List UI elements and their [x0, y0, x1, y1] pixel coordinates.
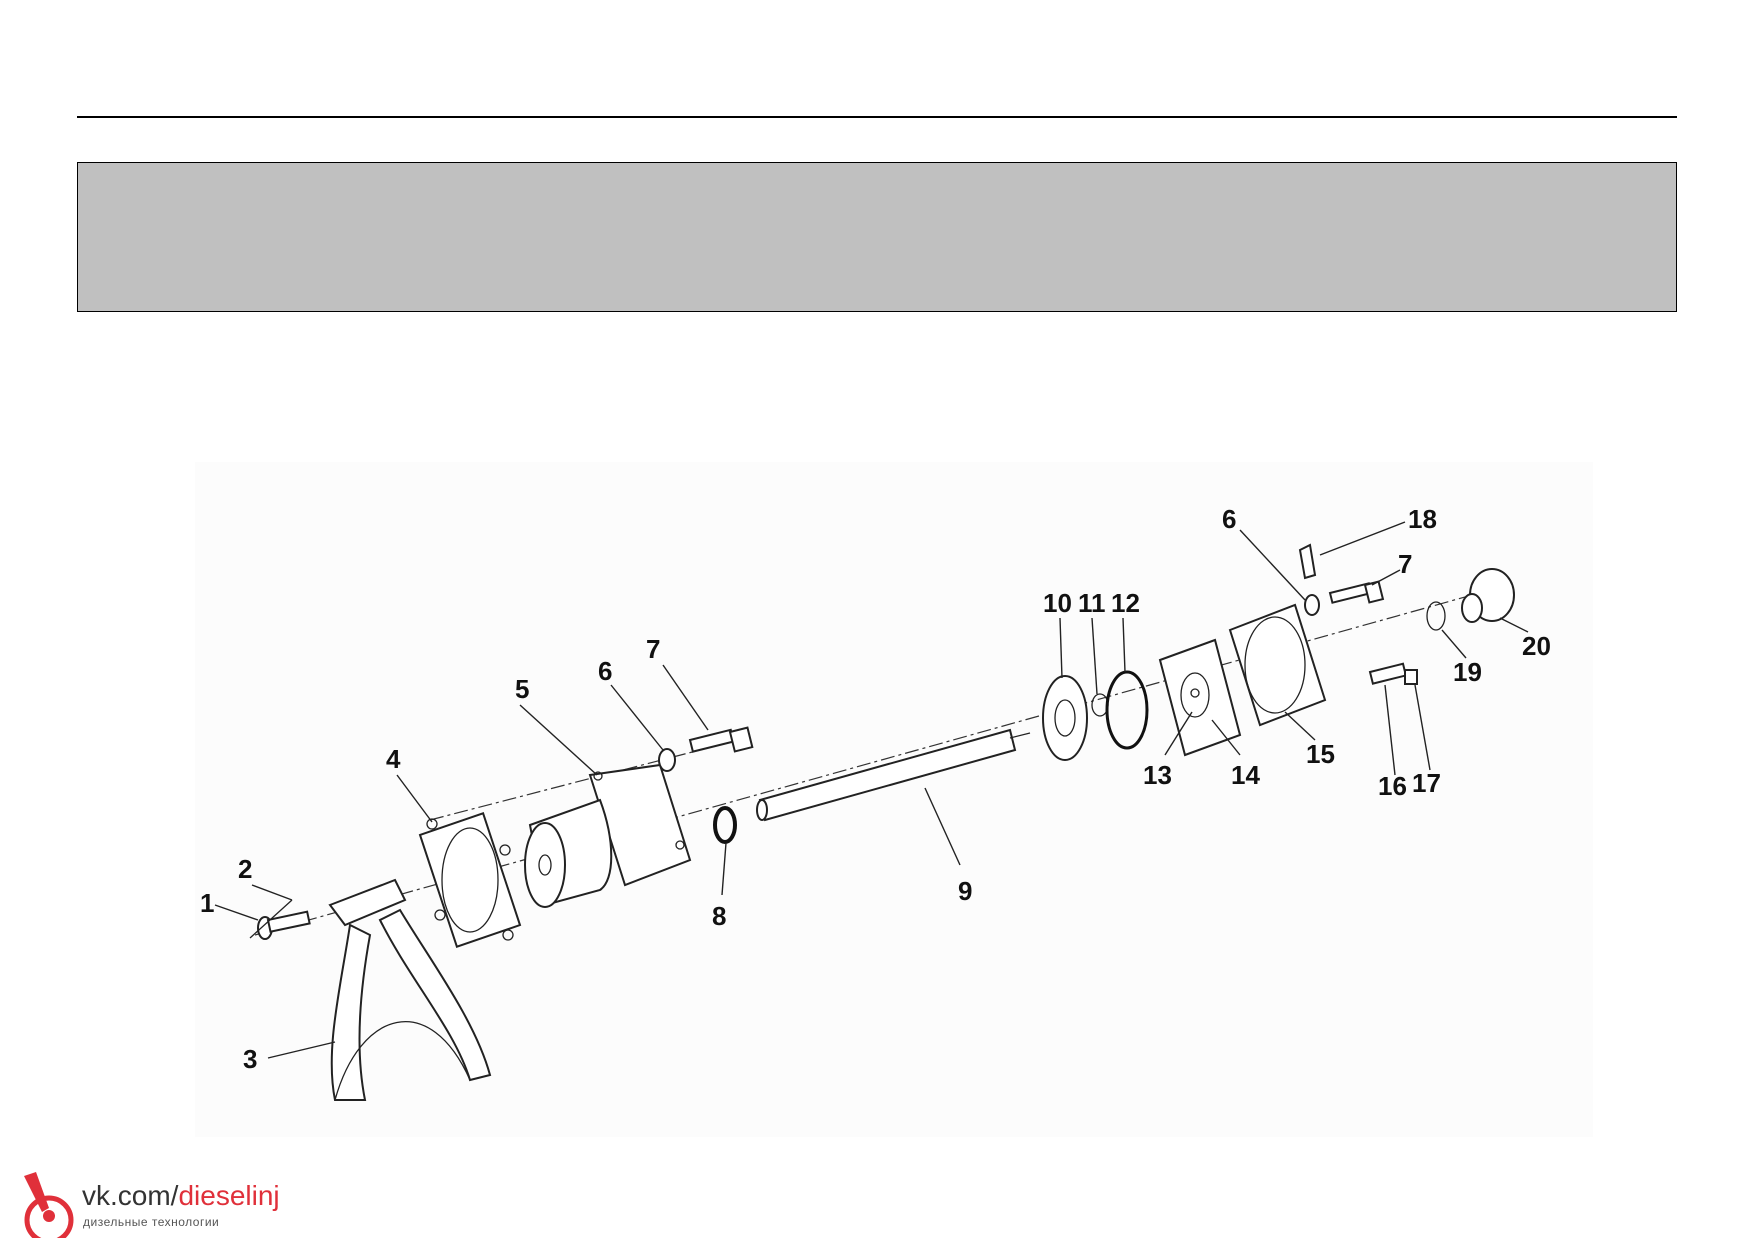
callout-5: 5 [515, 674, 529, 704]
part-large-o-ring [1105, 670, 1149, 750]
part-ring [1426, 601, 1446, 631]
part-housing [524, 763, 692, 908]
logo-domain-prefix: vk.com/ [82, 1180, 179, 1211]
part-o-ring [713, 806, 737, 844]
callout-19: 19 [1453, 657, 1482, 687]
callout-12: 12 [1111, 588, 1140, 618]
part-bolt [688, 726, 754, 753]
callout-2: 2 [238, 854, 252, 884]
part-diaphragm [1158, 638, 1242, 757]
callout-16: 16 [1378, 771, 1407, 801]
part-shift-fork [328, 878, 492, 1101]
callout-14: 14 [1231, 760, 1260, 790]
callout-13: 13 [1143, 760, 1172, 790]
part-elbow [1298, 543, 1317, 580]
callout-15: 15 [1306, 739, 1335, 769]
callout-6-right: 6 [1222, 504, 1236, 534]
callout-1: 1 [200, 888, 214, 918]
callout-17: 17 [1412, 768, 1441, 798]
part-bolt-right [1328, 580, 1385, 604]
part-tee-fitting [1368, 662, 1418, 685]
logo-subtitle: дизельные технологии [83, 1215, 220, 1229]
callout-9: 9 [958, 876, 972, 906]
part-cover-plate [1228, 603, 1327, 727]
callout-20: 20 [1522, 631, 1551, 661]
dieselinj-logo-icon [24, 1172, 74, 1238]
part-screw [257, 910, 311, 940]
callout-10: 10 [1043, 588, 1072, 618]
part-gasket [418, 811, 522, 949]
part-shaft [756, 728, 1031, 822]
part-cap [1461, 568, 1515, 623]
part-washer [658, 748, 676, 772]
callout-3: 3 [243, 1044, 257, 1074]
leader-lines [214, 521, 1529, 1059]
bolt-axis [429, 749, 701, 821]
part-pin [249, 899, 293, 939]
callout-7-right: 7 [1398, 549, 1412, 579]
callout-4: 4 [386, 744, 401, 774]
diagram-background [195, 462, 1593, 1137]
callout-labels: 1 2 3 4 5 6 7 8 9 10 11 12 13 14 15 16 1… [200, 504, 1551, 1074]
part-washer-right [1304, 594, 1320, 616]
top-rule [77, 116, 1677, 118]
logo-domain-name: dieselinj [178, 1180, 280, 1211]
callout-6: 6 [598, 656, 612, 686]
callout-18: 18 [1408, 504, 1437, 534]
callout-8: 8 [712, 901, 726, 931]
header-banner [77, 162, 1677, 312]
callout-7: 7 [646, 634, 660, 664]
callout-11: 11 [1078, 588, 1106, 618]
part-flange [1042, 675, 1088, 761]
logo-domain[interactable]: vk.com/dieselinj [82, 1180, 280, 1212]
